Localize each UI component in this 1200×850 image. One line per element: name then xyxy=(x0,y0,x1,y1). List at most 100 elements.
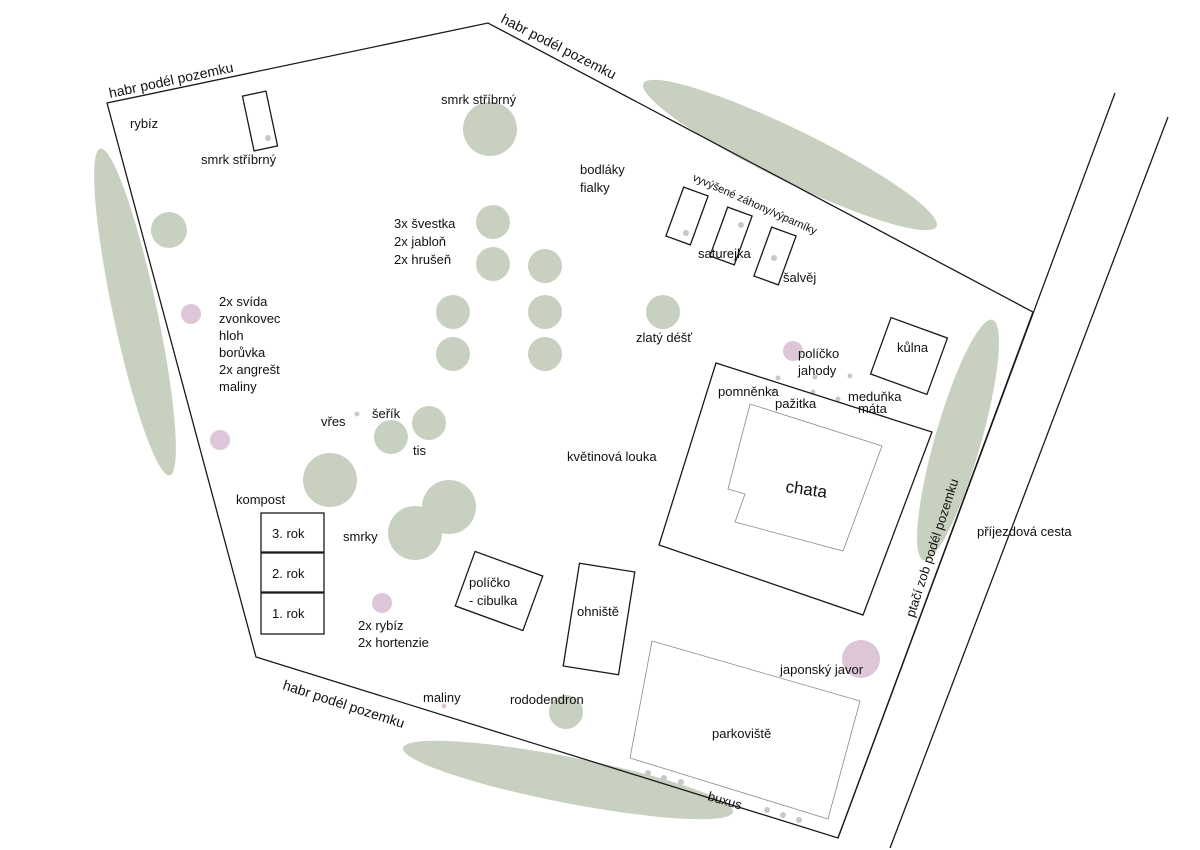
spruces-label: smrky xyxy=(343,529,378,544)
japanese-maple-tree xyxy=(842,640,880,678)
pink-shrub xyxy=(783,341,803,361)
heather-label: vřes xyxy=(321,414,346,429)
boxwood-dot xyxy=(678,779,684,785)
compost-bin xyxy=(260,592,325,635)
compost-bin xyxy=(260,552,325,593)
hedge-left xyxy=(94,148,176,476)
orchard-tree xyxy=(528,249,562,283)
herb-dot xyxy=(835,396,841,402)
rhododendron-label: rododendron xyxy=(510,692,584,707)
yew-label: tis xyxy=(413,443,427,458)
shrubs-left-label-5: 2x angrešt xyxy=(219,362,280,377)
boxwood-dot xyxy=(661,775,667,781)
pink-shrub xyxy=(181,304,201,324)
onion-bed-outline xyxy=(454,550,544,632)
pink-shrub xyxy=(372,593,392,613)
raspberries-label: maliny xyxy=(423,690,461,705)
raised-bed-dot xyxy=(683,230,689,236)
compost-bin-label-2: 2. rok xyxy=(272,566,305,581)
orchard-label-1: 3x švestka xyxy=(394,216,456,231)
lilac-label: šeřík xyxy=(372,406,401,421)
orchard-tree xyxy=(528,337,562,371)
lilac-shrub xyxy=(374,420,408,454)
silver-spruce-tree xyxy=(463,102,517,156)
onion-bed-label-2: - cibulka xyxy=(469,593,518,608)
fireplace-label: ohniště xyxy=(577,604,619,619)
spruce-tree xyxy=(388,506,442,560)
thistles-label: bodláky xyxy=(580,162,625,177)
mint-label-text: máta xyxy=(858,401,888,416)
herb-dot xyxy=(775,375,781,381)
currant-label: 2x rybíz xyxy=(358,618,404,633)
golden-rain-tree xyxy=(646,295,680,329)
tree-left xyxy=(151,212,187,248)
forget-me-not-label: pomněnka xyxy=(718,384,779,399)
heather-dot xyxy=(354,411,360,417)
spruce-silver-label-2: smrk stříbrný xyxy=(201,152,277,167)
yew-shrub xyxy=(412,406,446,440)
cottage-building-outline xyxy=(727,403,883,552)
orchard-tree xyxy=(476,205,510,239)
boxwood-dot xyxy=(780,812,786,818)
sage-label: šalvěj xyxy=(783,270,816,285)
raised-bed xyxy=(753,226,797,286)
shrubs-left-label-3: hloh xyxy=(219,328,244,343)
large-tree xyxy=(303,453,357,507)
lemon-balm-label: meduňka xyxy=(848,389,902,404)
hedge-right-bird xyxy=(917,319,999,561)
raised-bed-dot xyxy=(738,222,744,228)
boxwood-dot xyxy=(645,770,651,776)
raised-bed xyxy=(709,206,753,266)
boxwood-dot xyxy=(796,817,802,823)
cottage-label: chata xyxy=(784,477,828,502)
strawberries-label-2: jahody xyxy=(797,363,837,378)
compost-label: kompost xyxy=(236,492,286,507)
spruce-bed xyxy=(241,90,279,152)
rybiz-top-label: rybíz xyxy=(130,116,158,131)
hedge-bottom xyxy=(403,740,733,820)
spruce-silver-label-1: smrk stříbrný xyxy=(441,92,517,107)
herb-dot xyxy=(847,373,853,379)
boxwood-dot xyxy=(764,807,770,813)
raised-bed xyxy=(665,186,709,246)
orchard-tree xyxy=(436,295,470,329)
strawberries-label-1: políčko xyxy=(798,346,839,361)
pink-shrub xyxy=(210,430,230,450)
shrubs-left-label-1: 2x svída xyxy=(219,294,268,309)
driveway-edge-2 xyxy=(889,116,1169,849)
flower-meadow-label: květinová louka xyxy=(567,449,657,464)
fireplace-outline xyxy=(562,562,636,676)
compost-bin-label-3: 3. rok xyxy=(272,526,305,541)
orchard-label-2: 2x jabloň xyxy=(394,234,446,249)
spruce-bed-dot xyxy=(265,135,271,141)
rhododendron-shrub xyxy=(549,695,583,729)
compost-bin xyxy=(260,512,325,553)
orchard-tree xyxy=(476,247,510,281)
onion-bed-label-1: políčko xyxy=(469,575,510,590)
orchard-tree xyxy=(528,295,562,329)
golden-rain-label: zlatý déšť xyxy=(636,330,692,345)
raised-bed-dot xyxy=(771,255,777,261)
chives-label: pažitka xyxy=(775,396,817,411)
driveway-edge-1 xyxy=(837,92,1116,839)
orchard-label-3: 2x hrušeň xyxy=(394,252,451,267)
orchard-tree xyxy=(436,337,470,371)
shrubs-left-label-2: zvonkovec xyxy=(219,311,281,326)
compost-bin-label-1: 1. rok xyxy=(272,606,305,621)
herb-dot xyxy=(812,374,818,380)
hedge-top-right-label: habr podél pozemku xyxy=(499,10,619,82)
driveway-label: příjezdová cesta xyxy=(977,524,1072,539)
shed-outline xyxy=(869,316,949,396)
herb-dot xyxy=(770,388,776,394)
shrubs-left-label-4: borůvka xyxy=(219,345,266,360)
parking-outline xyxy=(629,640,861,820)
shrubs-left-label-6: maliny xyxy=(219,379,257,394)
parking-label: parkoviště xyxy=(712,726,771,741)
shed-label: kůlna xyxy=(897,340,929,355)
savory-label: saturejka xyxy=(698,246,752,261)
hydrangea-label: 2x hortenzie xyxy=(358,635,429,650)
violets-label: fialky xyxy=(580,180,610,195)
japanese-maple-label: japonský javor xyxy=(779,662,864,677)
